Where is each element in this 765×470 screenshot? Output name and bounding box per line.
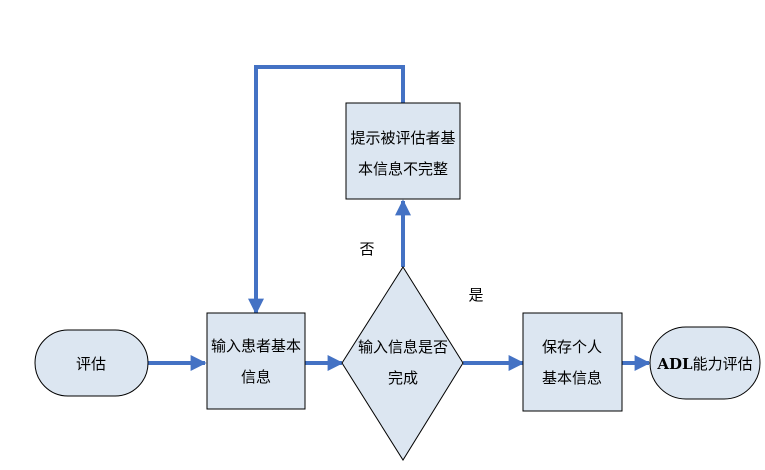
branch-label-no: 否 — [359, 240, 374, 258]
start-node: 评估 — [34, 329, 149, 397]
save-node: 保存个人 基本信息 — [522, 312, 623, 412]
end-node-label: ADL能力评估 — [656, 355, 752, 373]
input-node-label-line1: 输入患者基本 — [211, 337, 301, 355]
input-node-label-line2: 信息 — [241, 368, 271, 386]
arrow-prompt-loop-to-input — [248, 65, 405, 315]
save-node-label-line2: 基本信息 — [542, 369, 602, 387]
prompt-node-label-line1: 提示被评估者基 — [350, 129, 455, 147]
input-node: 输入患者基本 信息 — [206, 312, 306, 410]
branch-label-yes: 是 — [468, 286, 483, 304]
end-node-label-prefix: ADL — [656, 355, 693, 373]
end-node-label-suffix: 能力评估 — [693, 355, 753, 373]
end-node-shape — [649, 326, 761, 400]
connectors — [148, 65, 651, 371]
decision-node: 输入信息是否 完成 — [341, 266, 464, 461]
save-node-shape — [522, 312, 623, 412]
input-node-shape — [206, 312, 306, 410]
prompt-node-label-line2: 本信息不完整 — [358, 160, 448, 178]
decision-node-shape — [341, 266, 464, 461]
end-node: ADL能力评估 — [649, 326, 761, 400]
start-node-label: 评估 — [76, 355, 106, 373]
prompt-node: 提示被评估者基 本信息不完整 — [345, 102, 461, 200]
decision-node-label-line2: 完成 — [388, 369, 418, 387]
prompt-node-shape — [345, 102, 461, 200]
save-node-label-line1: 保存个人 — [542, 338, 602, 356]
start-node-shape — [34, 329, 149, 397]
decision-node-label-line1: 输入信息是否 — [358, 338, 448, 356]
